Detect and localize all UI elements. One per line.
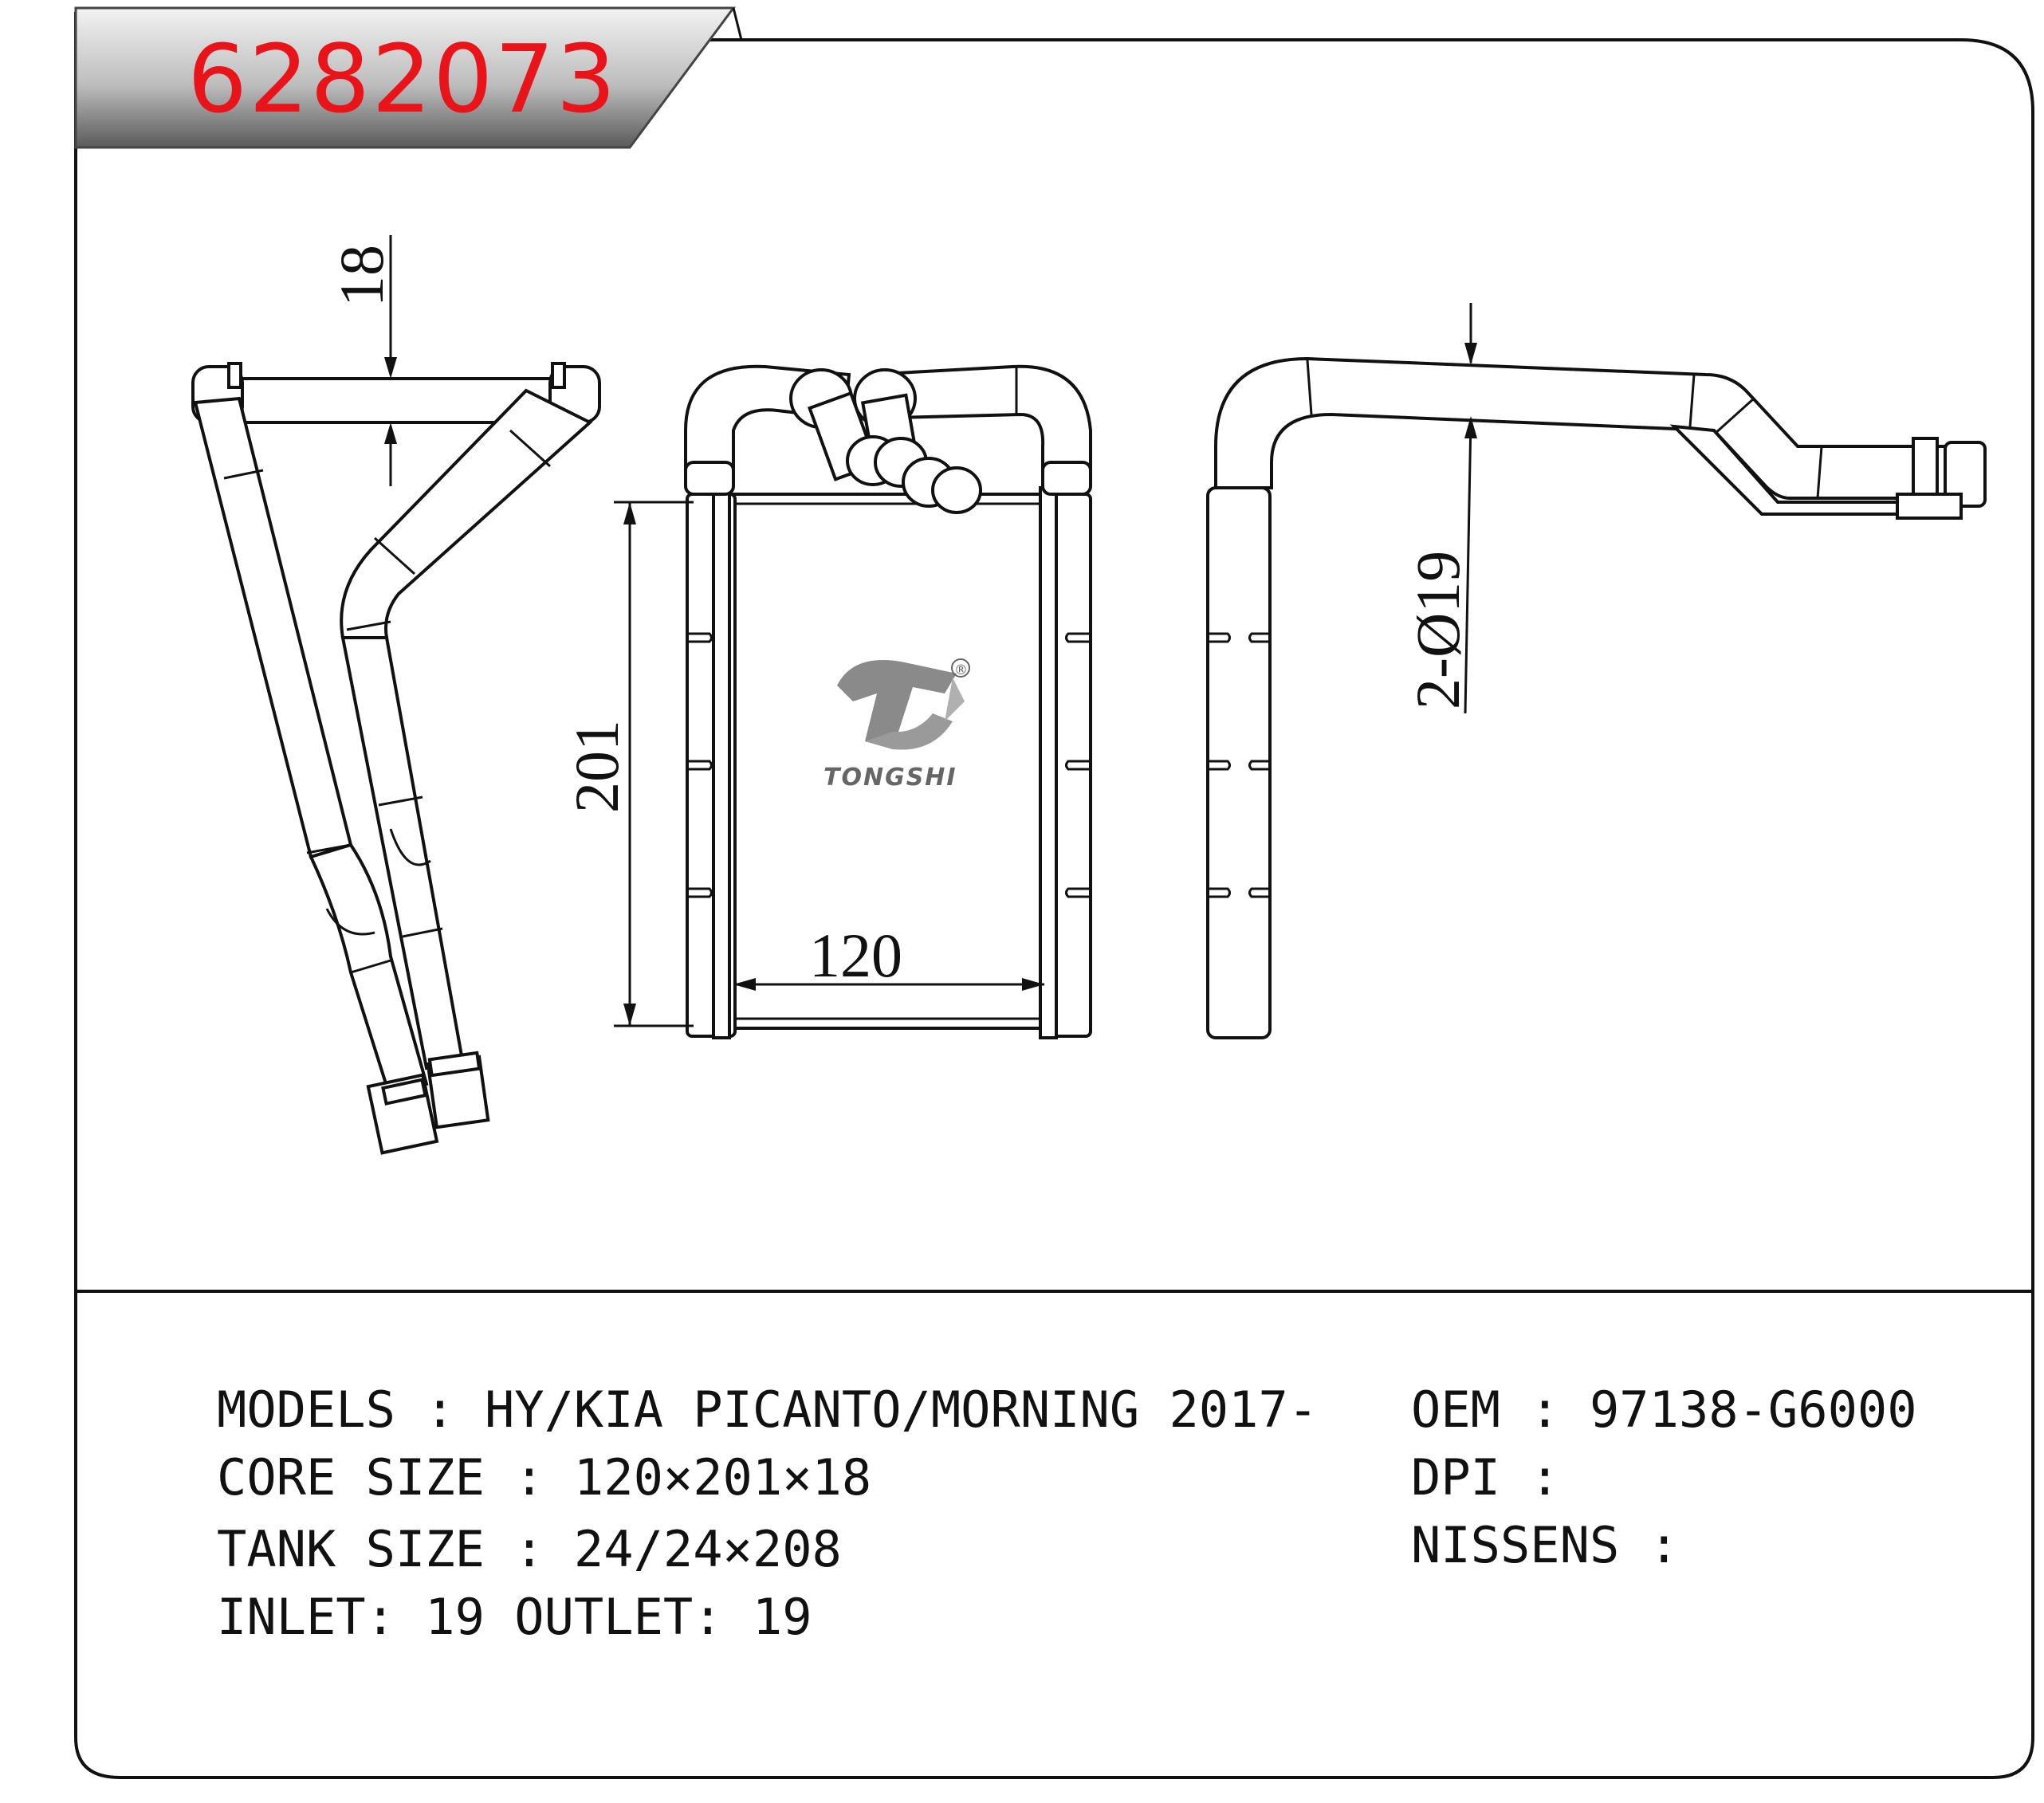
thickness-dimension: 18 — [327, 245, 396, 307]
registered-mark: ® — [954, 662, 968, 678]
top-view: 2-Ø19 — [1206, 303, 1987, 1039]
brand-name: TONGSHI — [823, 764, 957, 792]
oem-line: OEM : 97138-G6000 — [1411, 1381, 1917, 1439]
dpi-line: DPI : — [1411, 1448, 1560, 1506]
part-number-banner: 6282073 — [74, 6, 743, 149]
side-view: 18 — [191, 235, 601, 1155]
models-line: MODELS : HY/KIA PICANTO/MORNING 2017- — [217, 1381, 1318, 1439]
spec-block: MODELS : HY/KIA PICANTO/MORNING 2017- CO… — [217, 1381, 1917, 1646]
width-dimension: 120 — [809, 921, 902, 990]
tongshi-logo: ® TONGSHI — [823, 645, 970, 792]
pipe-diameter-dimension: 2-Ø19 — [1403, 551, 1472, 709]
nissens-line: NISSENS : — [1411, 1516, 1679, 1574]
inlet-outlet-line: INLET: 19 OUTLET: 19 — [217, 1588, 812, 1646]
part-number: 6282073 — [187, 24, 618, 134]
height-dimension: 201 — [562, 720, 631, 813]
front-view: 201 120 ® TONGSHI — [562, 364, 1092, 1039]
outer-frame — [74, 12, 2034, 1779]
core-size-line: CORE SIZE : 120×201×18 — [217, 1448, 871, 1506]
tank-size-line: TANK SIZE : 24/24×208 — [217, 1520, 842, 1578]
